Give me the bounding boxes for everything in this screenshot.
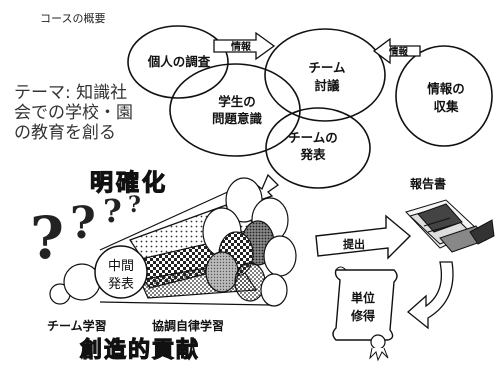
tani-label-2: 修得	[350, 308, 375, 323]
chukan-label-1: 中間	[108, 259, 134, 274]
circle-team-giron-label-2: 討議	[314, 78, 340, 93]
circle-gakusei-label-1: 学生の	[218, 94, 256, 109]
meikakuka-label: 明確化	[90, 169, 168, 196]
joho-arrow-right-label: 情報	[388, 46, 409, 58]
chukan-circle-shape	[94, 245, 148, 299]
circle-kojin-shape	[127, 25, 229, 99]
houkokusho-label: 報告書	[410, 176, 446, 191]
kyocho-jiritsu-label: 協調自律学習	[152, 318, 224, 333]
circle-gakusei-shape	[169, 63, 301, 157]
question-mark-1: ?	[30, 204, 64, 272]
diagram-title: コースの概要	[40, 12, 105, 25]
question-mark-2: ?	[70, 198, 96, 249]
theme-line-3: の教育を創る	[14, 123, 116, 143]
tani-label-1: 単位	[351, 290, 375, 305]
team-gakushu-label: チーム学習	[47, 318, 107, 333]
circle-team-giron-label-1: チーム	[308, 60, 346, 75]
theme-line-1: テーマ: 知識社	[14, 83, 127, 103]
circle-gakusei-label-2: 問題意識	[212, 111, 263, 126]
teishutsu-arrow: 提出	[315, 214, 412, 260]
joho-arrow-right: 情報	[372, 37, 421, 65]
question-marks: ? ? ? ?	[30, 192, 141, 272]
curve-arrow-shape	[406, 261, 454, 330]
certificate-seal-icon	[370, 334, 386, 350]
circle-joho-label-2: 収集	[433, 99, 459, 114]
circle-joho-label-1: 情報の	[427, 81, 465, 96]
report-illustration	[405, 199, 495, 253]
theme-label: テーマ: 知識社 会での学校・園 の教育を創る	[14, 83, 133, 143]
circle-team-giron-shape	[264, 28, 386, 122]
circle-team-happyo-label-2: 発表	[299, 147, 326, 162]
teishutsu-label: 提出	[343, 237, 365, 251]
joho-arrow-left-label: 情報	[231, 40, 252, 53]
soutekikoken-label: 創造的貢献	[80, 337, 200, 363]
cylinder-bundle	[99, 177, 297, 307]
chukan-label-2: 発表	[108, 277, 134, 292]
question-mark-3: ?	[103, 192, 122, 230]
circle-kojin-label: 個人の調査	[147, 54, 211, 69]
joho-arrow-left: 情報	[213, 31, 276, 61]
circle-team-happyo-shape	[265, 107, 371, 189]
circle-team-happyo-label-1: チームの	[288, 130, 338, 145]
question-mark-4: ?	[128, 192, 141, 218]
tani-certificate: 単位 修得	[332, 266, 398, 362]
circle-joho-shushu-shape	[395, 45, 493, 147]
theme-line-2: 会での学校・園	[14, 103, 133, 123]
